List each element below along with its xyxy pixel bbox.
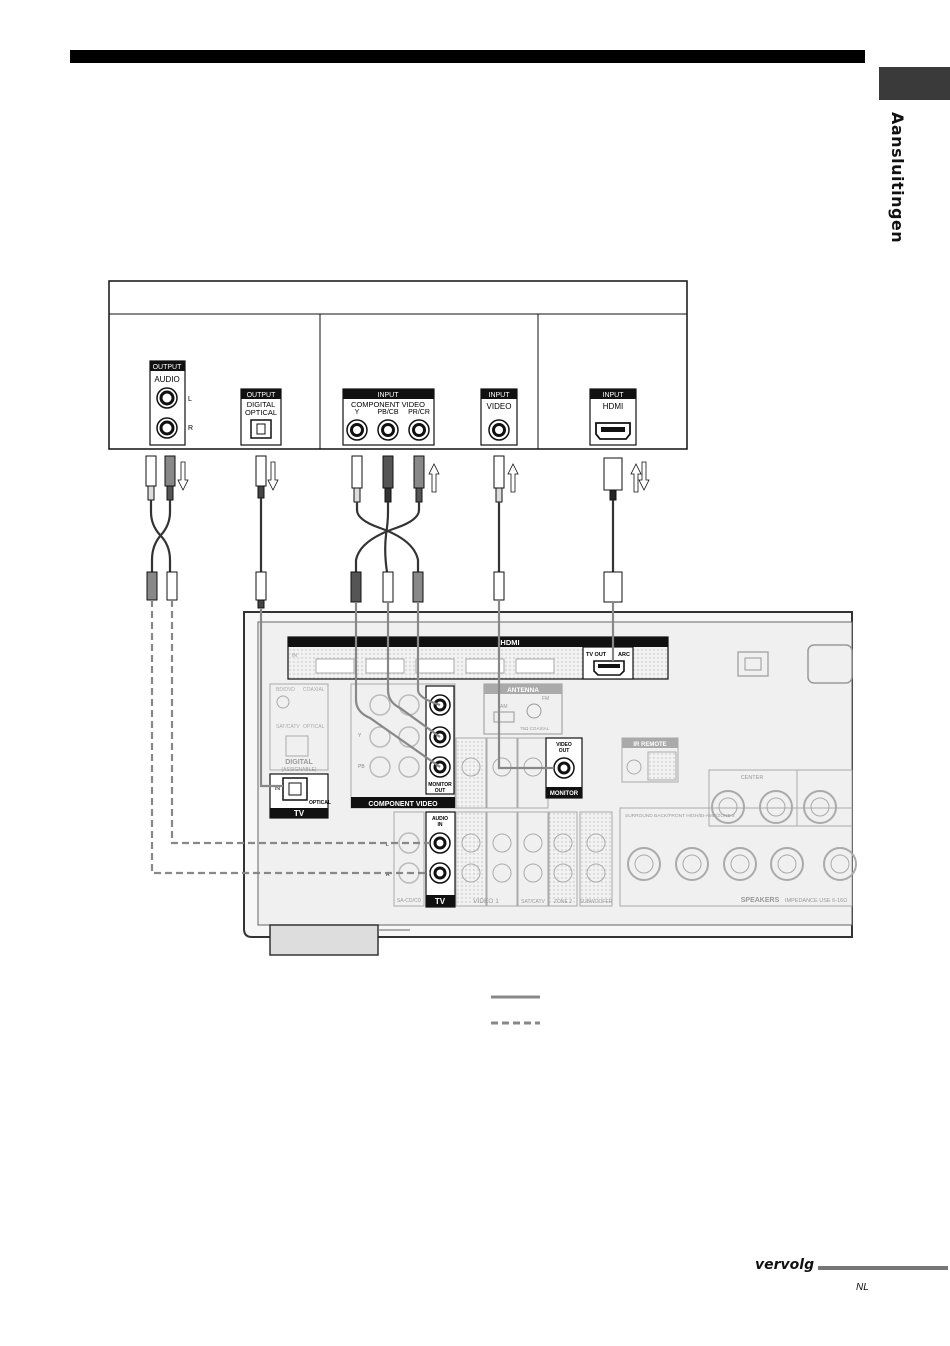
cables (149, 498, 615, 573)
cable-plugs-top (145, 455, 623, 503)
hdmi-arc: ARC (618, 652, 630, 658)
tv-hdmi-header: INPUT (603, 392, 625, 399)
signal-arrows (177, 461, 650, 493)
tv-component-y: Y (355, 409, 360, 416)
connection-lines-solid (259, 600, 615, 788)
impedance-label: IMPEDANCE USE 6-16Ω (785, 898, 847, 904)
tv-audio-header: OUTPUT (153, 364, 183, 371)
tv-audio-l: L (188, 396, 192, 403)
side-tab (879, 67, 950, 100)
antenna-am: AM (500, 704, 508, 710)
digital-bd-dvd: BD/DVD (276, 687, 295, 693)
tv-audio-name: AUDIO (154, 375, 179, 384)
comp-y: Y (358, 733, 362, 739)
surround-label: SURROUND BACK/FRONT HIGH/BI-AMP/ZONE 2 (625, 813, 735, 819)
hdmi-strip-label: HDMI (500, 638, 519, 647)
tv-optical-header: OUTPUT (247, 392, 277, 399)
side-label: Aansluitingen (888, 112, 907, 244)
tv-audio-output: OUTPUT AUDIO L R (149, 360, 193, 446)
receiver-audio-in: SA-CD/CD AUDIO IN L R TV (386, 811, 456, 908)
title-bar (70, 50, 865, 63)
receiver-speakers (619, 769, 857, 907)
audio-in-1: AUDIO (432, 816, 448, 822)
digital-assignable: (ASSIGNABLE) (281, 767, 316, 773)
tv-video-header: INPUT (489, 392, 511, 399)
tv-optical-output: OUTPUT DIGITAL OPTICAL (240, 388, 282, 446)
tv-hdmi-name: HDMI (603, 402, 623, 411)
digital-sat: SAT/CATV (276, 724, 300, 730)
antenna-fm: FM (542, 696, 549, 702)
monitor-label: MONITOR (550, 791, 579, 797)
tv-component-name: COMPONENT VIDEO (351, 400, 425, 409)
tv-component-input: INPUT COMPONENT VIDEO Y PB/CB PR/CR (342, 388, 435, 446)
digital-optical-small: OPTICAL (303, 724, 325, 730)
tv-component-header: INPUT (378, 392, 400, 399)
digital-tv-badge: TV (294, 809, 305, 818)
digital-optical: OPTICAL (309, 800, 331, 806)
tv-component-pb: PB/CB (377, 409, 398, 416)
tv-video-name: VIDEO (487, 402, 512, 411)
tv-hdmi-input: INPUT HDMI (589, 388, 637, 446)
receiver-digital: BD/DVD COAXIAL SAT/CATV OPTICAL DIGITAL … (269, 683, 331, 819)
audio-tv-badge: TV (435, 897, 446, 906)
center-label: CENTER (741, 775, 764, 781)
receiver-hdmi-strip: HDMI IN TV OUT ARC (287, 636, 669, 680)
sat-catv-label: SAT/CATV (521, 899, 545, 905)
ir-remote-label: IR REMOTE (633, 742, 666, 748)
monitor-out-2: OUT (435, 788, 446, 794)
language-code: NL (856, 1282, 869, 1293)
digital-coaxial: COAXIAL (303, 687, 325, 693)
continued-label: vervolg (755, 1257, 815, 1273)
tv-optical-name1: DIGITAL (247, 400, 276, 409)
hdmi-in-label: IN (292, 653, 297, 659)
receiver-audio-columns (455, 811, 613, 907)
zone2-label: ZONE 2 (554, 899, 572, 905)
cable-plugs-bottom (146, 571, 623, 609)
tv-component-pr: PR/CR (408, 409, 430, 416)
video-out-2: OUT (559, 748, 570, 754)
video1-label: VIDEO 1 (473, 898, 499, 905)
speakers-label: SPEAKERS (741, 897, 780, 904)
comp-pb: PB (358, 764, 365, 770)
footer-rule (818, 1266, 948, 1270)
sa-cd-label: SA-CD/CD (397, 898, 422, 904)
receiver-antenna: ANTENNA AM FM 75Ω COAXIAL (483, 683, 563, 735)
component-video-label: COMPONENT VIDEO (368, 801, 438, 808)
digital-label: DIGITAL (285, 759, 313, 766)
tv-audio-r: R (188, 425, 193, 432)
receiver-video-out: VIDEO OUT MONITOR (545, 737, 583, 799)
subwoofer-label: SUBWOOFER (580, 899, 613, 905)
digital-in-marker: IN (275, 786, 280, 792)
tv-video-input: INPUT VIDEO (480, 388, 518, 446)
tv-optical-name2: OPTICAL (245, 408, 277, 417)
audio-l-label: L (386, 842, 389, 848)
hdmi-tv-out: TV OUT (586, 652, 607, 658)
connection-lines-dashed (150, 600, 430, 875)
receiver-network (737, 644, 853, 684)
receiver-ir-remote: IR REMOTE (621, 737, 679, 783)
audio-r-label: R (386, 872, 390, 878)
video-out-1: VIDEO (556, 742, 572, 748)
antenna-fm-sub: 75Ω COAXIAL (520, 726, 550, 731)
antenna-label: ANTENNA (507, 687, 539, 694)
audio-in-2: IN (438, 822, 443, 828)
monitor-out-1: MONITOR (428, 782, 452, 788)
legend (491, 995, 540, 1025)
